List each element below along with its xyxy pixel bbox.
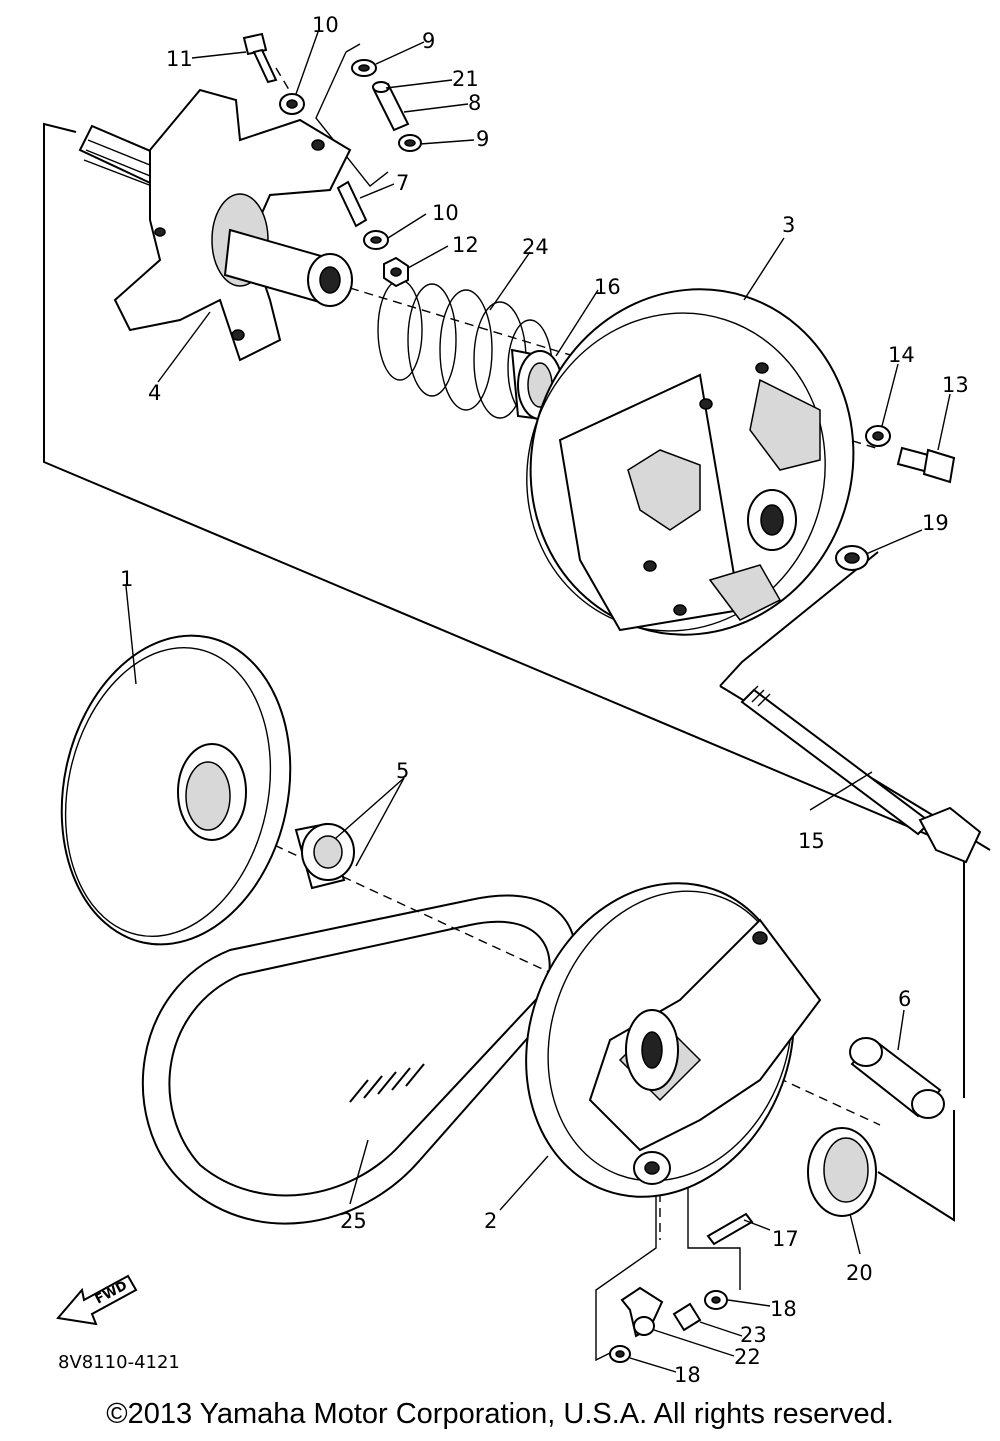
callout-12: 12 [452,233,479,257]
hardware-upper [242,32,956,571]
secondary-sheave [525,882,822,1198]
callout-11: 11 [166,47,193,71]
drawing-code: 8V8110-4121 [58,1352,180,1373]
callout-2: 2 [484,1209,497,1233]
ring [807,1127,877,1217]
callout-9-bottom: 9 [476,127,489,151]
callout-10-top: 10 [312,13,339,37]
copyright-notice: ©2013 Yamaha Motor Corporation, U.S.A. A… [106,1398,894,1430]
callout-20: 20 [846,1261,873,1285]
spider-hub-shaft [78,88,353,362]
callout-18-right: 18 [770,1297,797,1321]
callout-labels: 11 10 9 21 8 9 7 10 12 24 16 3 4 14 13 1… [120,13,969,1387]
belt-cogs [349,1063,425,1103]
callout-16: 16 [594,275,621,299]
callout-7: 7 [396,171,409,195]
leader-lines [125,31,951,1373]
callout-21: 21 [452,67,479,91]
callout-1: 1 [120,567,133,591]
fixed-sheave [60,634,292,946]
callout-5: 5 [396,759,409,783]
callout-13: 13 [942,373,969,397]
callout-6: 6 [898,987,911,1011]
sleeve [849,1037,945,1119]
callout-8: 8 [468,91,481,115]
callout-25: 25 [340,1209,367,1233]
callout-17: 17 [772,1227,799,1251]
long-bolt [740,685,982,864]
callout-14: 14 [888,343,915,367]
bushing-pair [294,822,355,890]
movable-sheave [526,288,855,636]
callout-10-lower: 10 [432,201,459,225]
hardware-lower [609,1212,754,1363]
callout-3: 3 [782,213,795,237]
drive-belt [141,894,577,1225]
callout-15: 15 [798,829,825,853]
forward-arrow-icon: FWD [56,1274,138,1326]
callout-24: 24 [522,235,549,259]
callout-23: 23 [740,1323,767,1347]
callout-19: 19 [922,511,949,535]
callout-9-top: 9 [422,29,435,53]
callout-22: 22 [734,1345,761,1369]
callout-4: 4 [148,381,161,405]
callout-18-left: 18 [674,1363,701,1387]
